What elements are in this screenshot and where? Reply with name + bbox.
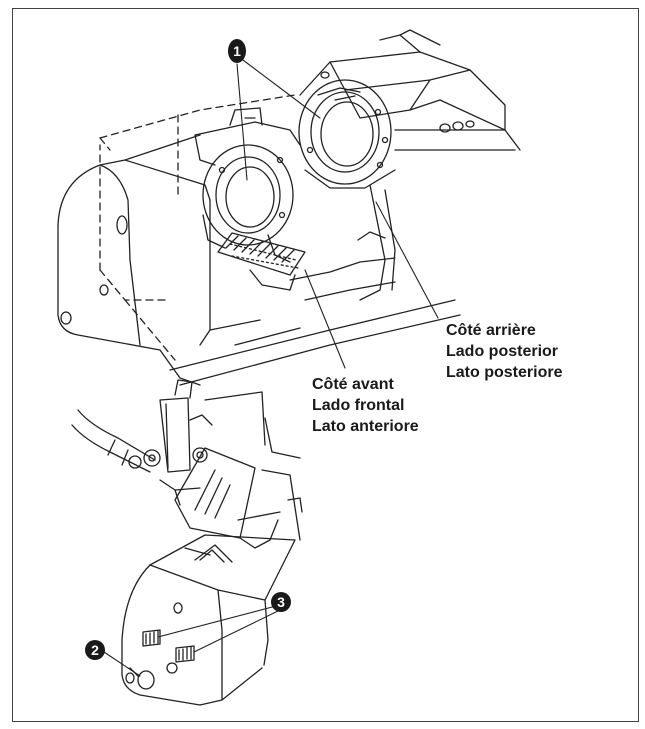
leader-lines-lower — [103, 605, 281, 677]
front-label-fr: Côté avant — [312, 376, 394, 393]
base-rail — [169, 257, 461, 386]
front-cover — [57, 134, 211, 386]
callout-3: 3 — [271, 592, 291, 612]
front-label-es: Lado frontal — [312, 397, 405, 414]
machine-bed-rear — [299, 29, 521, 151]
rear-label-fr: Côté arrière — [446, 322, 536, 339]
arm-and-linkage — [71, 379, 303, 541]
callout-1: 1 — [228, 39, 246, 63]
svg-text:1: 1 — [233, 43, 241, 59]
presser-plate — [174, 447, 281, 549]
slot-holes — [142, 629, 195, 663]
feed-dog-plate — [217, 232, 306, 291]
rear-side-label: Côté arrière Lado posterior Lato posteri… — [446, 320, 562, 383]
front-side-label: Côté avant Lado frontal Lato anteriore — [312, 374, 419, 437]
svg-text:2: 2 — [91, 642, 99, 658]
front-hook-assembly — [194, 107, 301, 263]
figure-frame — [12, 8, 639, 722]
rear-label-it: Lato posteriore — [446, 364, 563, 381]
leader-lines-upper — [236, 59, 439, 369]
front-label-it: Lato anteriore — [312, 418, 419, 435]
lower-housing — [121, 534, 296, 706]
callout-2: 2 — [85, 640, 105, 660]
rear-label-es: Lado posterior — [446, 343, 559, 360]
phantom-outline — [99, 94, 296, 361]
rear-hook-assembly — [298, 79, 396, 301]
svg-text:3: 3 — [277, 594, 285, 610]
